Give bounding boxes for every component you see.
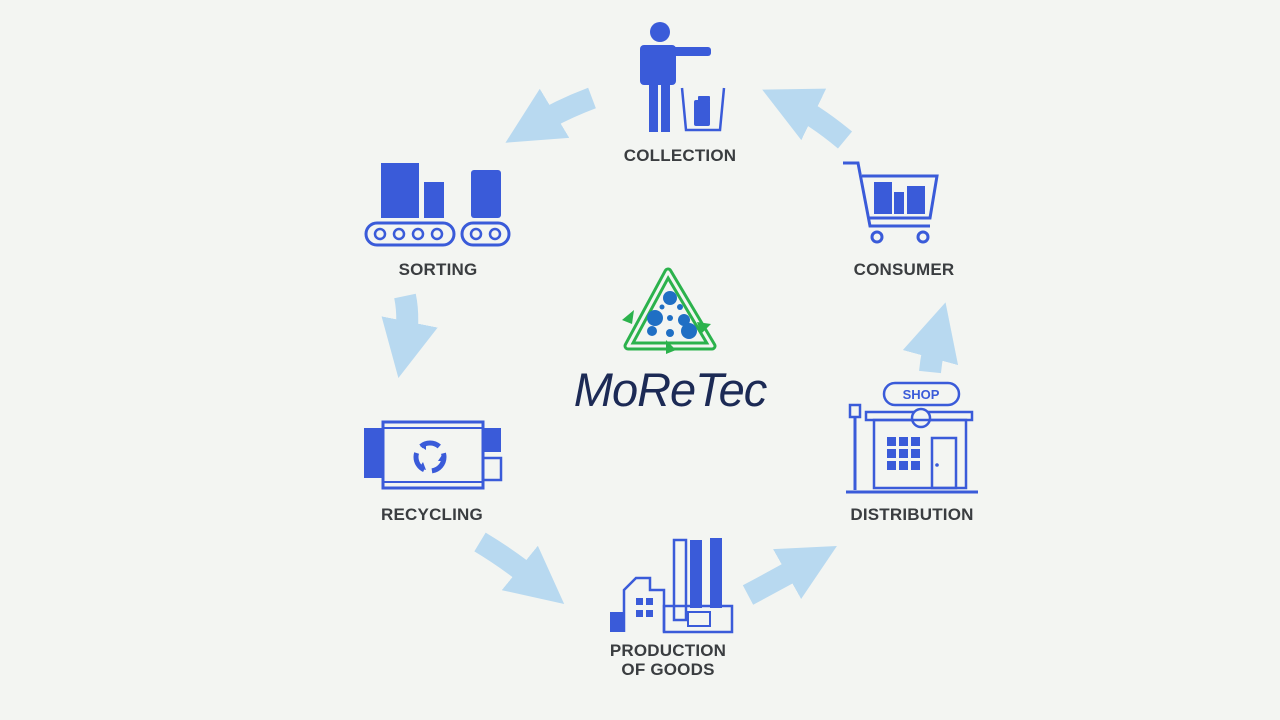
label-production-line2: OF GOODS [621,660,715,679]
shop-icon: SHOP [846,381,978,494]
label-sorting: SORTING [398,260,478,279]
brand-name: MoReTec [573,363,767,416]
arrow-sorting-to-recycling [381,293,438,379]
arrow-collection-to-sorting [505,87,596,143]
person-trash-icon [640,22,726,132]
shop-sign-text: SHOP [903,387,940,402]
label-collection: COLLECTION [623,146,737,165]
shopping-cart-icon [843,161,939,244]
label-production: PRODUCTION OF GOODS [588,641,748,679]
recycling-machine-icon [364,420,503,490]
arrow-recycling-to-production [474,532,565,605]
moretec-logo-icon [622,267,717,354]
arrow-production-to-distribution [742,545,837,605]
factory-icon [610,538,734,634]
conveyor-icon [364,163,511,247]
label-consumer: CONSUMER [853,260,955,279]
label-recycling: RECYCLING [381,505,483,524]
cycle-arrows [381,87,959,605]
arrow-distribution-to-consumer [902,302,959,374]
label-production-line1: PRODUCTION [609,641,727,660]
label-distribution: DISTRIBUTION [850,505,974,524]
arrow-consumer-to-collection [762,88,853,149]
